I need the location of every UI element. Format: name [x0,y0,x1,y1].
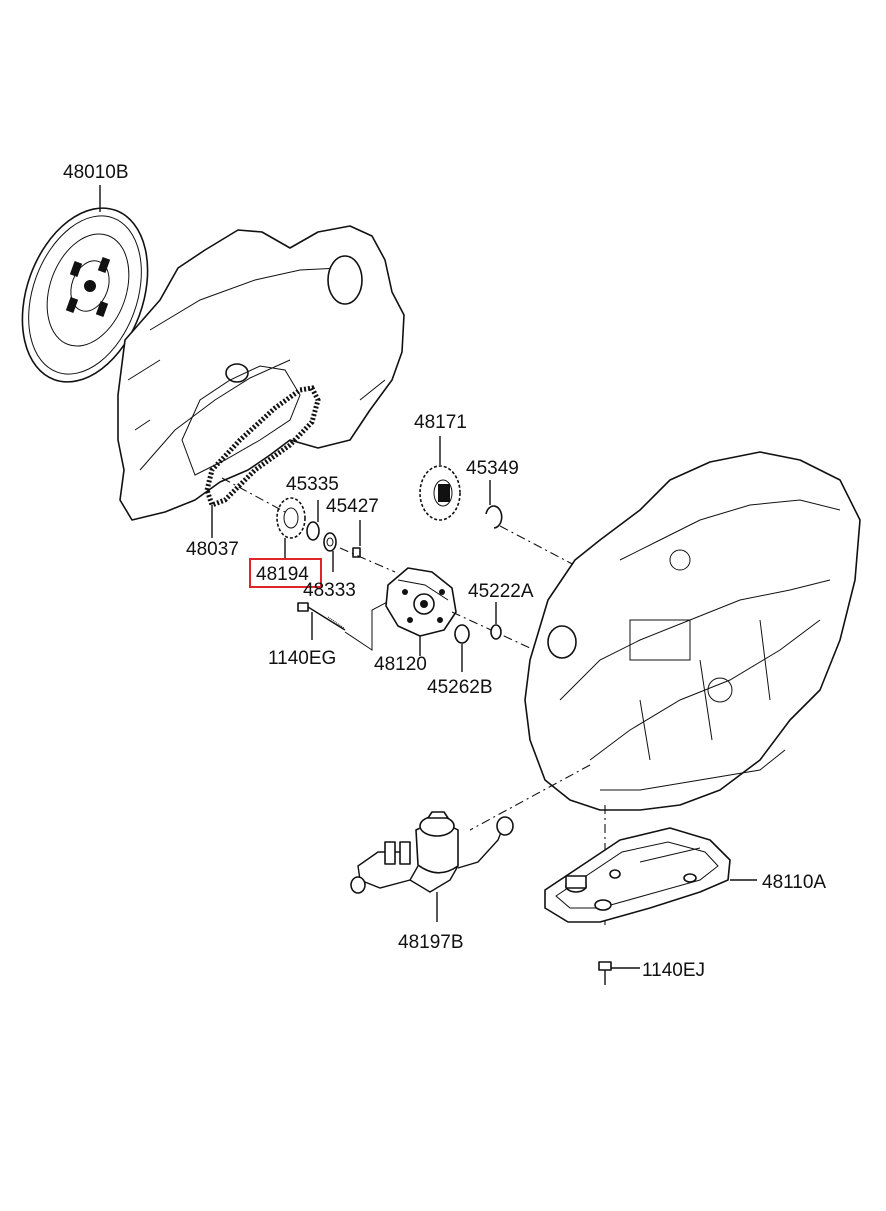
label-1140EJ[interactable]: 1140EJ [642,960,705,981]
label-48194[interactable]: 48194 [256,564,309,585]
drive-plate-48010B[interactable] [0,191,170,400]
label-48120[interactable]: 48120 [374,654,427,675]
label-48197B[interactable]: 48197B [398,932,464,953]
bolt-1140EJ[interactable] [598,961,612,985]
label-45349[interactable]: 45349 [466,458,519,479]
o-ring-45222A[interactable] [490,624,502,640]
label-48037[interactable]: 48037 [186,539,239,560]
o-ring-45335[interactable] [306,521,320,541]
highlight-box-48194 [249,558,322,588]
drive-sprocket-48194[interactable] [276,497,306,539]
label-1140EG[interactable]: 1140EG [268,648,336,669]
label-45222A[interactable]: 45222A [468,581,534,602]
label-48171[interactable]: 48171 [414,412,467,433]
oil-pump-48120[interactable] [385,567,457,637]
label-48110A[interactable]: 48110A [762,872,826,893]
label-45427[interactable]: 45427 [326,496,379,517]
bolt-1140EG[interactable] [297,602,346,631]
pin-45427[interactable] [352,547,361,558]
seal-48333[interactable] [323,532,337,552]
oil-filter-48197B[interactable] [350,811,514,894]
label-45262B[interactable]: 45262B [427,677,493,698]
label-45335[interactable]: 45335 [286,474,339,495]
driven-sprocket-48171[interactable] [419,465,461,521]
transaxle-case-upper [117,225,405,521]
o-ring-45262B[interactable] [454,624,470,644]
snap-ring-45349[interactable] [485,505,503,529]
oil-strainer-48110A[interactable] [544,827,731,923]
label-48333[interactable]: 48333 [303,580,356,601]
oil-pump-chain-48037[interactable] [204,385,321,509]
transaxle-body [524,451,861,811]
label-48010B[interactable]: 48010B [63,162,129,183]
